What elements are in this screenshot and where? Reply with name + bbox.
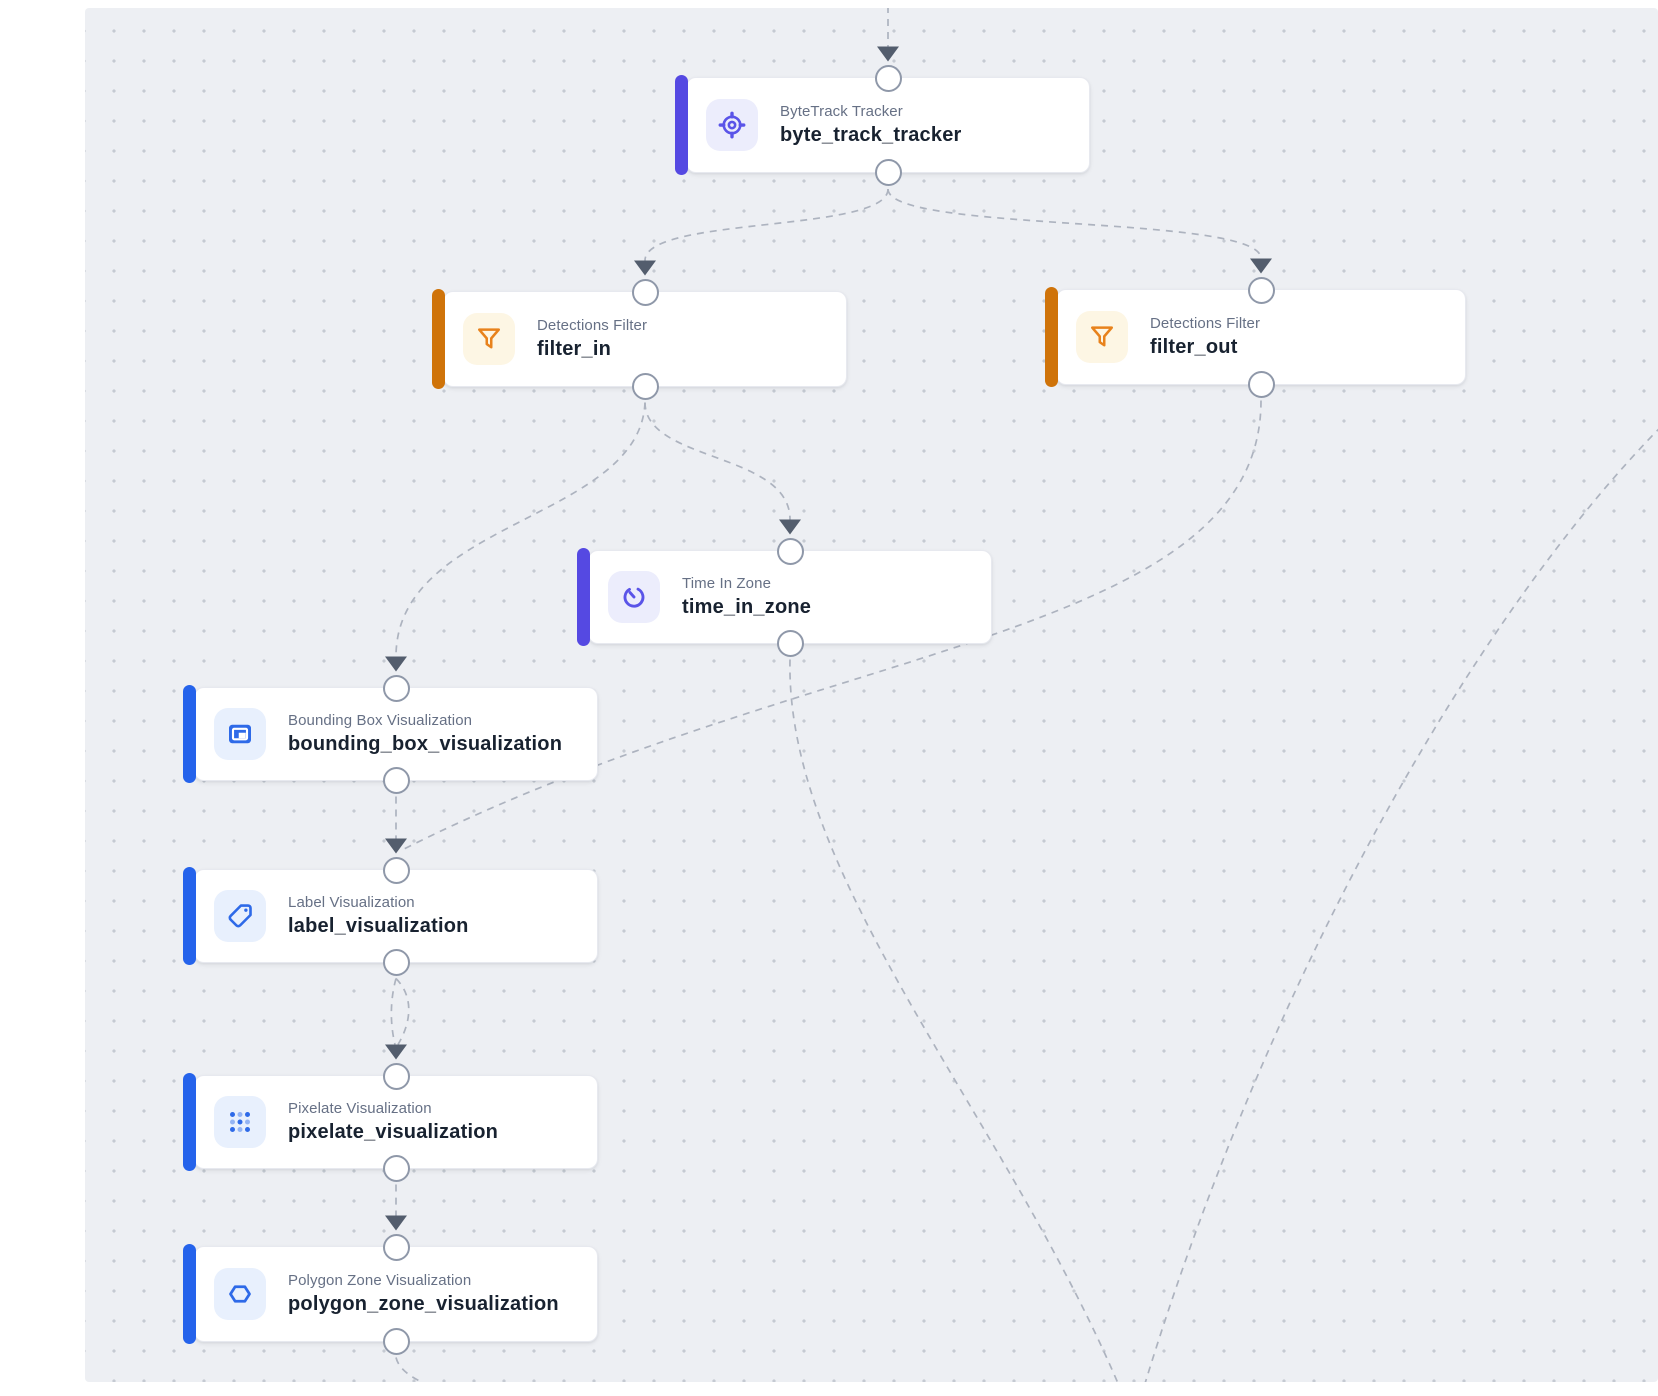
node-bounding_box_visualization[interactable]: Bounding Box Visualization bounding_box_… <box>183 674 598 794</box>
input-port[interactable] <box>874 64 902 92</box>
node-accent-bar <box>1045 287 1058 387</box>
input-port[interactable] <box>1247 276 1275 304</box>
node-time_in_zone[interactable]: Time In Zone time_in_zone <box>577 537 992 657</box>
node-filter_in[interactable]: Detections Filter filter_in <box>432 278 847 400</box>
node-texts: Pixelate Visualization pixelate_visualiz… <box>288 1098 498 1146</box>
output-port[interactable] <box>382 948 410 976</box>
pixelate-icon <box>214 1096 266 1148</box>
funnel-icon <box>1076 311 1128 363</box>
output-port[interactable] <box>631 372 659 400</box>
output-port[interactable] <box>1247 370 1275 398</box>
node-accent-bar <box>183 685 196 783</box>
node-texts: Time In Zone time_in_zone <box>682 573 811 621</box>
node-texts: Bounding Box Visualization bounding_box_… <box>288 710 562 758</box>
node-type-label: Detections Filter <box>1150 315 1261 332</box>
node-name: byte_track_tracker <box>780 124 962 146</box>
node-pixelate_visualization[interactable]: Pixelate Visualization pixelate_visualiz… <box>183 1062 598 1182</box>
input-port[interactable] <box>776 537 804 565</box>
output-port[interactable] <box>382 766 410 794</box>
node-name: filter_in <box>537 338 612 360</box>
input-port[interactable] <box>382 674 410 702</box>
node-accent-bar <box>675 75 688 175</box>
image-icon <box>214 708 266 760</box>
input-port[interactable] <box>382 856 410 884</box>
output-port[interactable] <box>874 158 902 186</box>
node-type-label: Label Visualization <box>288 894 415 911</box>
node-texts: Label Visualization label_visualization <box>288 892 469 940</box>
node-name: filter_out <box>1150 336 1238 358</box>
tag-icon <box>214 890 266 942</box>
node-texts: Polygon Zone Visualization polygon_zone_… <box>288 1270 559 1318</box>
node-type-label: ByteTrack Tracker <box>780 103 903 120</box>
node-texts: Detections Filter filter_out <box>1150 313 1260 361</box>
node-name: time_in_zone <box>682 596 812 618</box>
node-name: label_visualization <box>288 915 469 937</box>
output-port[interactable] <box>382 1327 410 1355</box>
node-type-label: Time In Zone <box>682 575 772 592</box>
node-type-label: Bounding Box Visualization <box>288 712 473 729</box>
node-texts: Detections Filter filter_in <box>537 315 647 363</box>
node-accent-bar <box>432 289 445 389</box>
node-name: bounding_box_visualization <box>288 733 563 755</box>
node-filter_out[interactable]: Detections Filter filter_out <box>1045 276 1466 398</box>
node-accent-bar <box>183 1244 196 1344</box>
target-icon <box>706 99 758 151</box>
node-byte_track_tracker[interactable]: ByteTrack Tracker byte_track_tracker <box>675 64 1090 186</box>
node-accent-bar <box>183 1073 196 1171</box>
hexagon-icon <box>214 1268 266 1320</box>
output-port[interactable] <box>776 629 804 657</box>
funnel-icon <box>463 313 515 365</box>
input-port[interactable] <box>631 278 659 306</box>
node-label_visualization[interactable]: Label Visualization label_visualization <box>183 856 598 976</box>
input-port[interactable] <box>382 1062 410 1090</box>
node-name: polygon_zone_visualization <box>288 1293 559 1315</box>
node-polygon_zone_visualization[interactable]: Polygon Zone Visualization polygon_zone_… <box>183 1233 598 1355</box>
timer-icon <box>608 571 660 623</box>
input-port[interactable] <box>382 1233 410 1261</box>
node-name: pixelate_visualization <box>288 1121 499 1143</box>
node-accent-bar <box>577 548 590 646</box>
output-port[interactable] <box>382 1154 410 1182</box>
node-accent-bar <box>183 867 196 965</box>
node-type-label: Pixelate Visualization <box>288 1100 432 1117</box>
node-type-label: Polygon Zone Visualization <box>288 1272 472 1289</box>
node-texts: ByteTrack Tracker byte_track_tracker <box>780 101 962 149</box>
node-type-label: Detections Filter <box>537 317 648 334</box>
